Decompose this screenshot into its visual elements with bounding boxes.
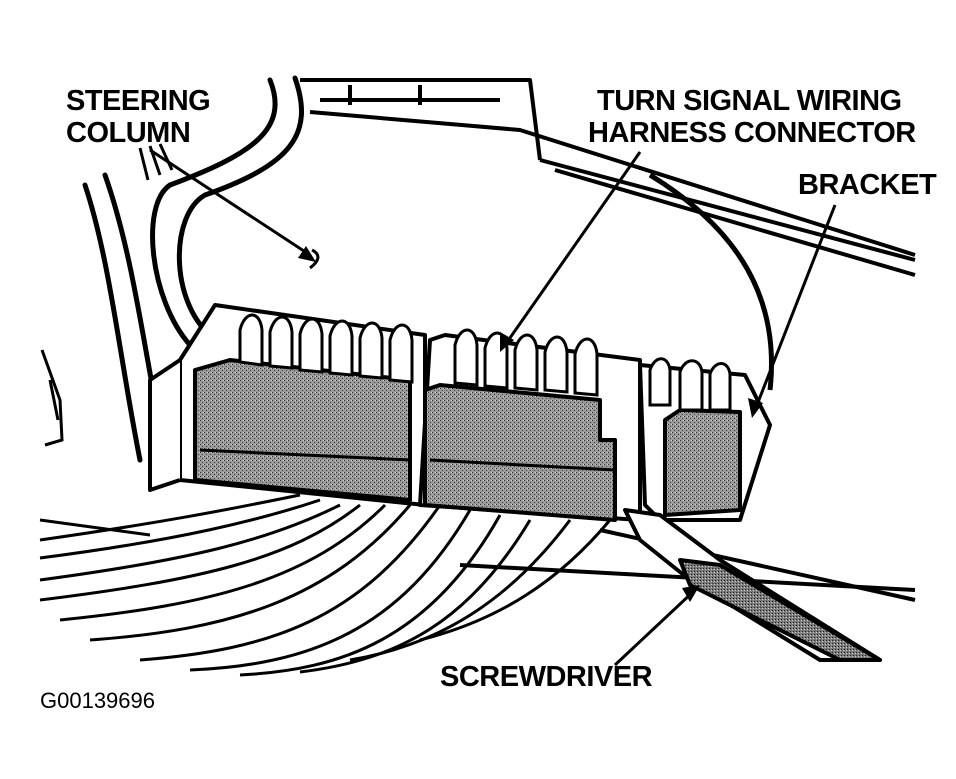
label-steering-line1: STEERING	[66, 85, 211, 117]
figure-id: G00139696	[40, 688, 155, 713]
label-connector-line1: TURN SIGNAL WIRING	[597, 85, 902, 117]
small-curl	[309, 248, 320, 270]
label-connector-line2: HARNESS CONNECTOR	[588, 117, 916, 149]
leader-lines	[138, 143, 837, 667]
connector-right-half	[638, 363, 772, 522]
connector-right-fingers	[648, 357, 732, 412]
lower-panel-line	[39, 518, 151, 537]
left-panel-edge	[40, 349, 64, 447]
label-screwdriver: SCREWDRIVER	[440, 661, 653, 693]
arrowheads	[298, 246, 763, 602]
connector-left-fingers	[238, 313, 414, 384]
label-bracket: BRACKET	[798, 169, 937, 201]
label-steering-line2: COLUMN	[66, 117, 191, 149]
screwdriver-shape	[623, 508, 882, 662]
connector-center-fingers	[453, 328, 599, 397]
bracket-arc	[648, 172, 774, 391]
wire-bundle	[39, 493, 612, 677]
